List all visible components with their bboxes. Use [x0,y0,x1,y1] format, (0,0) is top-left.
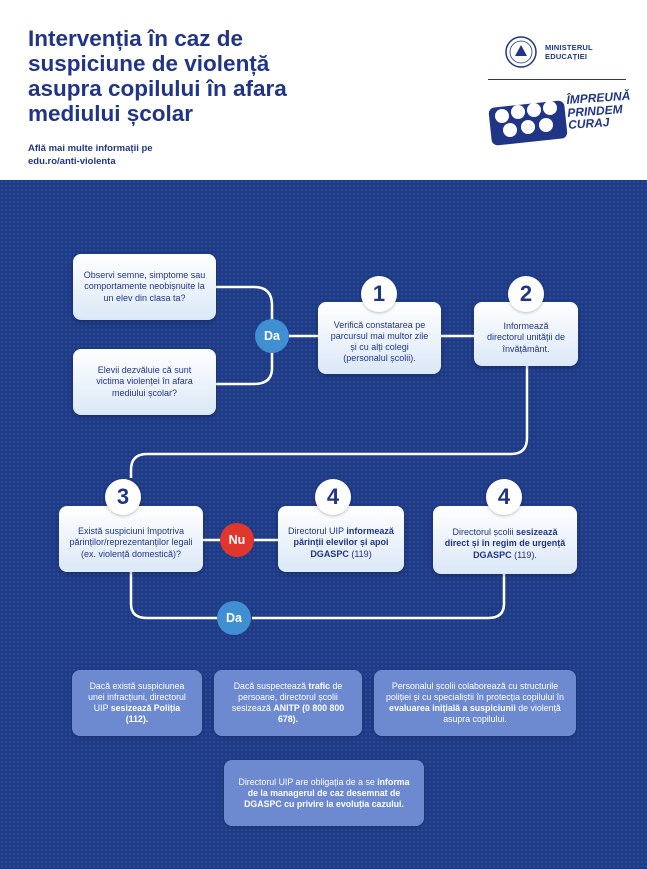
yes-badge-step3: Da [217,601,251,635]
note-collaboration: Personalul școlii colaborează cu structu… [374,670,576,736]
note-trafficking-plain: Dacă suspectează [233,681,307,691]
note-trafficking-bold-2: ANITP (0 800 800 678). [273,703,345,724]
ministry-name: MINISTERUL EDUCAȚIEI [545,43,593,61]
more-info-text: Află mai multe informații pe [28,143,153,154]
note-trafficking-text: Dacă suspectează trafic de persoane, dir… [224,681,352,725]
step-2-box: Informează directorul unității de învăță… [474,302,578,366]
page-title: Intervenția în caz de suspiciune de viol… [28,26,287,126]
step-3-box: Există suspiciuni împotriva părinților/r… [59,506,203,572]
step-4a-text-bold: informează părinții elevilor și apoi DGA… [293,526,394,559]
trigger-disclosure-box: Elevii dezvăluie că sunt victima violenț… [73,349,216,415]
note-trafficking: Dacă suspectează trafic de persoane, dir… [214,670,362,736]
trigger-signs-box: Observi semne, simptome sau comportament… [73,254,216,320]
step-2-number: 2 [508,276,544,312]
step-4a-text-plain: Directorul UIP [288,526,344,537]
campaign-logo: ÎMPREUNĂ PRINDEM CURAJ [488,89,631,150]
note-case-manager: Directorul UIP are obligația de a se inf… [224,760,424,826]
note-trafficking-bold: trafic [308,681,331,691]
step-4b-text-bold: sesizează direct și în regim de urgență … [444,527,566,560]
step-4b-text: Directorul școlii sesizează direct și în… [443,527,567,561]
step-4a-number: 4 [315,479,351,515]
step-4b-text-plain: Directorul școlii [452,527,514,538]
ministry-logo: MINISTERUL EDUCAȚIEI [505,36,625,70]
ministry-seal-icon [505,36,537,68]
header: Intervenția în caz de suspiciune de viol… [0,0,647,180]
note-case-manager-bold: informa de la managerul de caz desemnat … [244,776,410,809]
step-4a-box: Directorul UIP informează părinții elevi… [278,506,404,572]
note-police-bold: sesizează Poliția (112). [110,703,181,724]
campaign-people-icon [488,100,568,146]
step-1-text: Verifică constatarea pe parcursul mai mu… [330,319,429,364]
more-info: Află mai multe informații pe edu.ro/anti… [28,142,228,168]
note-police-plain: Dacă există suspiciunea unei infracțiuni… [88,681,186,713]
trigger-disclosure-text: Elevii dezvăluie că sunt victima violenț… [96,365,193,398]
step-4b-box: Directorul școlii sesizează direct și în… [433,506,577,574]
note-police-text: Dacă există suspiciunea unei infracțiuni… [82,681,192,725]
note-trafficking-plain-2: de persoane, directorul școlii sesizează [231,681,343,713]
step-4a-text-plain-2: (119) [351,548,372,559]
step-3-text: Există suspiciuni împotriva părinților/r… [69,526,193,559]
step-2-text: Informează directorul unității de învăță… [486,321,566,354]
note-case-manager-text: Directorul UIP are obligația de a se inf… [234,777,414,810]
note-collaboration-plain: Personalul școlii colaborează cu structu… [386,681,564,702]
step-4b-number: 4 [486,479,522,515]
yes-badge-triggers: Da [255,319,289,353]
step-4a-text: Directorul UIP informează părinții elevi… [288,526,394,560]
no-badge: Nu [220,523,254,557]
step-1-box: Verifică constatarea pe parcursul mai mu… [318,302,441,374]
header-divider [488,79,626,80]
step-4b-text-plain-2: (119). [514,549,537,560]
step-3-number: 3 [105,479,141,515]
note-collaboration-text: Personalul școlii colaborează cu structu… [384,681,566,725]
note-collaboration-plain-2: de violență asupra copilului. [443,703,561,724]
note-police: Dacă există suspiciunea unei infracțiuni… [72,670,202,736]
note-case-manager-plain: Directorul UIP are obligația de a se [238,776,375,787]
step-1-number: 1 [361,276,397,312]
more-info-link[interactable]: edu.ro/anti-violenta [28,156,116,167]
trigger-signs-text: Observi semne, simptome sau comportament… [83,270,206,303]
note-collaboration-bold: evaluarea inițială a suspiciunii [389,703,516,713]
